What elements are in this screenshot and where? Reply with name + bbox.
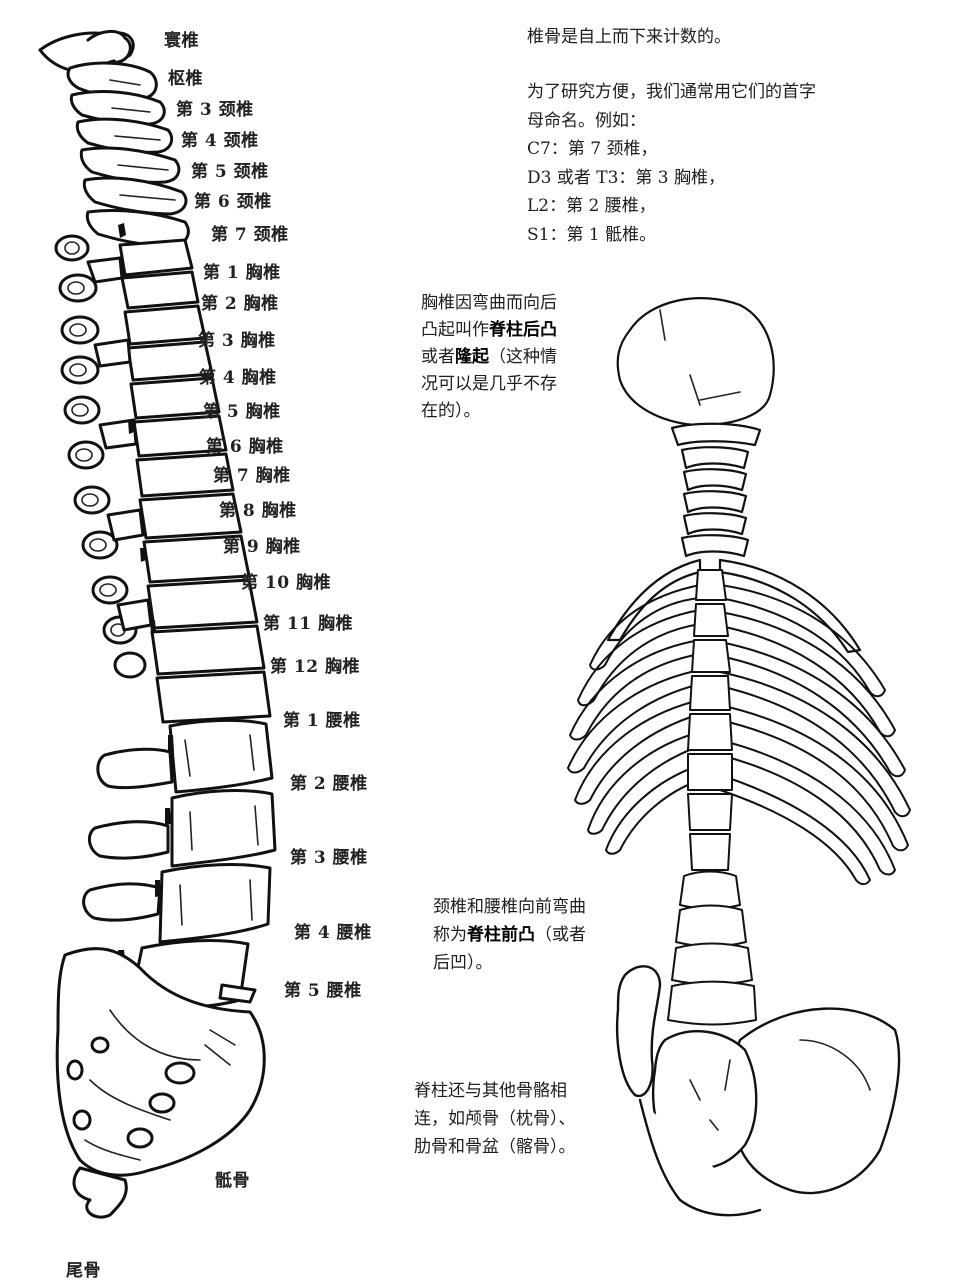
note-connections-line2: 连，如颅骨（枕骨）、 bbox=[414, 1109, 576, 1129]
sacrum-drawing bbox=[55, 947, 266, 1219]
note-naming-line1: 为了研究方便，我们通常用它们的首字 bbox=[527, 82, 816, 102]
label-c5: 第 5 颈椎 bbox=[191, 162, 269, 182]
label-l1: 第 1 腰椎 bbox=[283, 711, 361, 731]
note-kyphosis-line3: 或者隆起（这种情 bbox=[421, 344, 557, 371]
label-t9: 第 9 胸椎 bbox=[223, 537, 301, 557]
note-counting-text: 椎骨是自上而下来计数的。 bbox=[527, 27, 731, 47]
label-axis: 枢椎 bbox=[168, 69, 203, 89]
term-lordosis: 脊柱前凸 bbox=[467, 925, 535, 945]
note-lordosis-line2-pre: 称为 bbox=[433, 925, 467, 945]
label-t1: 第 1 胸椎 bbox=[203, 263, 281, 283]
note-connections-line1: 脊柱还与其他骨骼相 bbox=[414, 1081, 567, 1101]
note-kyphosis-line4: 况可以是几乎不存 bbox=[421, 374, 557, 394]
term-hump: 隆起 bbox=[455, 347, 489, 367]
label-t12: 第 12 胸椎 bbox=[270, 657, 360, 677]
note-example-l2: L2：第 2 腰椎， bbox=[527, 196, 656, 216]
label-c4: 第 4 颈椎 bbox=[181, 131, 259, 151]
cervical-vertebrae-drawing bbox=[38, 30, 190, 248]
label-c3: 第 3 颈椎 bbox=[176, 100, 254, 120]
note-connections: 脊柱还与其他骨骼相 连，如颅骨（枕骨）、 肋骨和骨盆（髂骨）。 bbox=[414, 1077, 576, 1161]
note-kyphosis-line3-pre: 或者 bbox=[421, 347, 455, 367]
label-t3: 第 3 胸椎 bbox=[198, 331, 276, 351]
label-t8: 第 8 胸椎 bbox=[219, 501, 297, 521]
note-counting: 椎骨是自上而下来计数的。 bbox=[527, 24, 731, 50]
note-example-c7: C7：第 7 颈椎， bbox=[527, 139, 658, 159]
label-coccyx: 尾骨 bbox=[66, 1261, 101, 1281]
note-kyphosis-line1: 胸椎因弯曲而向后 bbox=[421, 293, 557, 313]
thoracic-vertebrae-drawing bbox=[54, 234, 272, 724]
note-kyphosis-line2: 凸起叫作脊柱后凸 bbox=[421, 317, 557, 344]
note-naming: 为了研究方便，我们通常用它们的首字 母命名。例如： C7：第 7 颈椎， D3 … bbox=[527, 78, 816, 249]
pelvis-drawing bbox=[615, 965, 901, 1217]
note-kyphosis-line3-post: （这种情 bbox=[489, 347, 557, 367]
note-example-s1: S1：第 1 骶椎。 bbox=[527, 224, 657, 245]
note-kyphosis-line5: 在的）。 bbox=[421, 401, 481, 421]
label-t6: 第 6 胸椎 bbox=[206, 437, 284, 457]
label-sacrum: 骶骨 bbox=[215, 1171, 250, 1191]
label-l4: 第 4 腰椎 bbox=[294, 923, 372, 943]
note-example-t3: D3 或者 T3：第 3 胸椎， bbox=[527, 167, 726, 188]
label-t4: 第 4 胸椎 bbox=[199, 368, 277, 388]
note-lordosis-line1: 颈椎和腰椎向前弯曲 bbox=[433, 897, 586, 917]
note-kyphosis-line2-text: 凸起叫作 bbox=[421, 320, 489, 340]
note-naming-line2: 母命名。例如： bbox=[527, 110, 646, 131]
note-lordosis-line2-post: （或者 bbox=[535, 925, 586, 945]
note-lordosis: 颈椎和腰椎向前弯曲 称为脊柱前凸（或者 后凹）。 bbox=[433, 893, 586, 977]
term-kyphosis: 脊柱后凸 bbox=[489, 320, 557, 340]
label-l5: 第 5 腰椎 bbox=[284, 981, 362, 1001]
label-t10: 第 10 胸椎 bbox=[241, 573, 331, 593]
lumbar-vertebrae-drawing bbox=[82, 718, 277, 1010]
note-lordosis-line2: 称为脊柱前凸（或者 bbox=[433, 921, 586, 949]
label-t5: 第 5 胸椎 bbox=[203, 402, 281, 422]
label-l3: 第 3 腰椎 bbox=[290, 848, 368, 868]
label-t7: 第 7 胸椎 bbox=[213, 466, 291, 486]
label-t11: 第 11 胸椎 bbox=[263, 614, 353, 634]
note-kyphosis: 胸椎因弯曲而向后 凸起叫作脊柱后凸 或者隆起（这种情 况可以是几乎不存 在的）。 bbox=[421, 290, 557, 425]
label-l2: 第 2 腰椎 bbox=[290, 774, 368, 794]
note-connections-line3: 肋骨和骨盆（髂骨）。 bbox=[414, 1137, 576, 1157]
label-c7: 第 7 颈椎 bbox=[211, 225, 289, 245]
label-c6: 第 6 颈椎 bbox=[194, 192, 272, 212]
note-lordosis-line3: 后凹）。 bbox=[433, 953, 493, 973]
label-t2: 第 2 胸椎 bbox=[201, 294, 279, 314]
label-atlas: 寰椎 bbox=[164, 31, 199, 51]
